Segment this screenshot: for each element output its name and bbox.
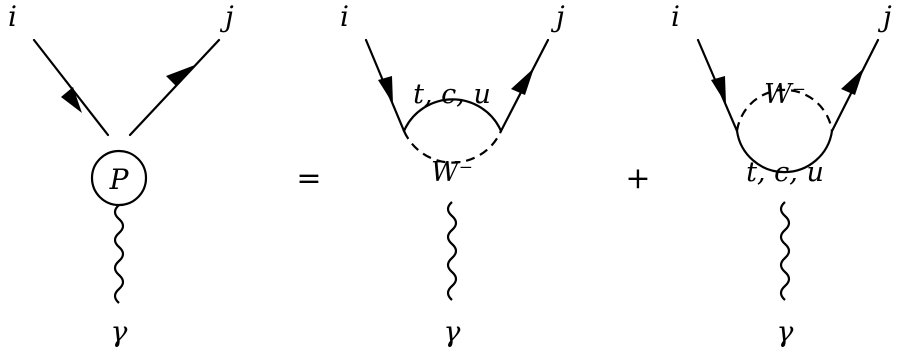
lhs-label-i: i	[8, 0, 17, 33]
term1-label-i: i	[340, 0, 349, 33]
term1-quark-loop-arc	[402, 98, 503, 133]
lhs-incoming-fermion-line	[32, 38, 110, 137]
term2-quark-loop-label: t, c, u	[746, 157, 824, 188]
term2-photon-label: γ	[777, 315, 794, 348]
term1-photon-line	[446, 201, 458, 301]
lhs-diagram: i j P γ	[8, 0, 234, 348]
term1-quark-loop-label: t, c, u	[413, 79, 491, 110]
term1-label-j: j	[550, 0, 565, 33]
term2-label-i: i	[671, 0, 680, 33]
lhs-incoming-arrow	[61, 87, 82, 113]
term1-w-boson-label: W⁻	[431, 157, 473, 188]
term1-diagram: i j t, c, u W⁻ γ	[340, 0, 565, 348]
plus-sign: +	[625, 161, 650, 196]
equals-sign: =	[296, 161, 321, 196]
lhs-photon-line	[113, 204, 125, 304]
term2-diagram: i j W⁻ t, c, u γ	[671, 0, 892, 348]
term2-w-boson-label: W⁻	[764, 79, 806, 110]
term2-quark-loop-arc	[735, 129, 834, 174]
lhs-outgoing-arrow	[166, 65, 195, 86]
term1-w-boson-arc	[402, 130, 503, 164]
term2-w-boson-arc	[735, 88, 834, 132]
term1-photon-label: γ	[444, 315, 461, 348]
term1-incoming-arrow	[378, 76, 393, 104]
term1-outgoing-arrow	[511, 68, 534, 95]
term2-photon-line	[779, 201, 791, 301]
lhs-photon-label: γ	[111, 315, 128, 348]
lhs-vertex-label: P	[109, 163, 130, 196]
lhs-outgoing-fermion-line	[128, 38, 221, 137]
term2-label-j: j	[877, 0, 892, 33]
term2-incoming-arrow	[711, 76, 726, 104]
lhs-label-j: j	[219, 0, 234, 33]
term2-outgoing-arrow	[841, 68, 864, 95]
